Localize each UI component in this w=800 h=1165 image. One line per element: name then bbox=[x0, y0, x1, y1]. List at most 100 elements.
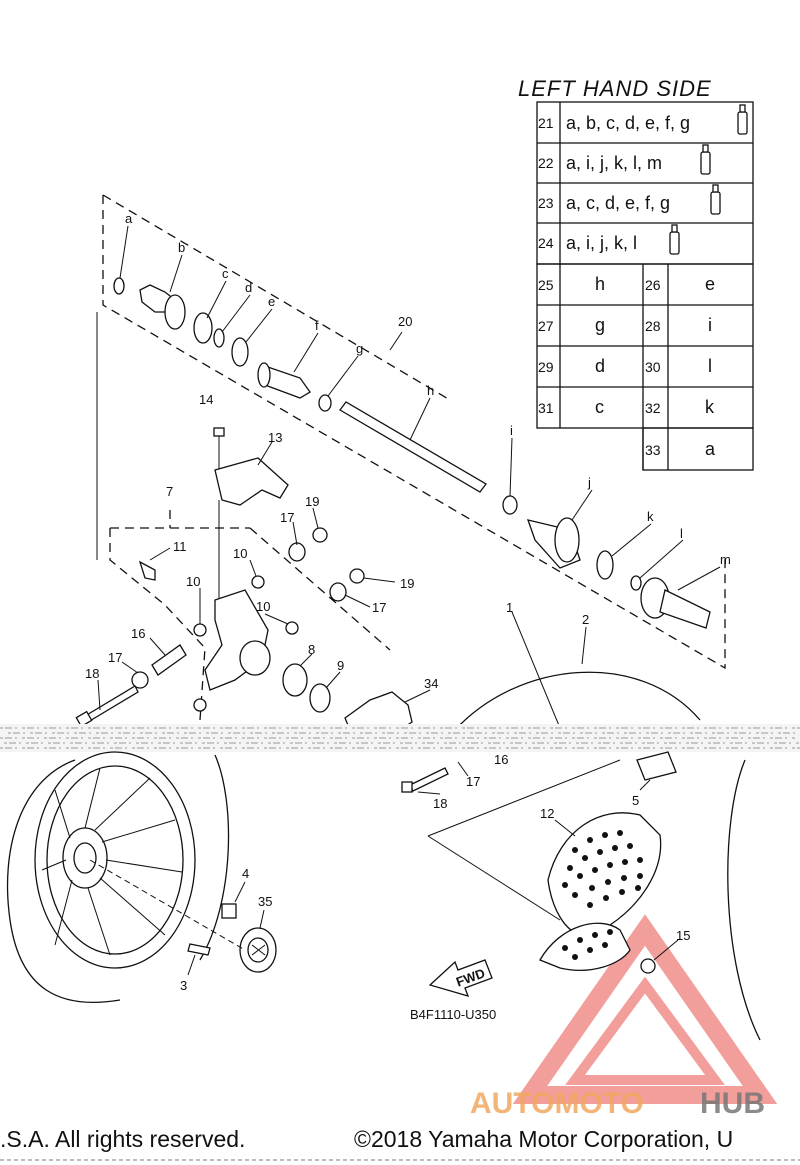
callout-17: 17 bbox=[372, 600, 386, 615]
kit-row-text: a, b, c, d, e, f, g bbox=[566, 113, 690, 133]
bushing-17c bbox=[131, 671, 149, 689]
bearing bbox=[282, 663, 308, 697]
callout-d: d bbox=[245, 280, 252, 295]
grease-nipple bbox=[138, 560, 156, 581]
callout-a: a bbox=[125, 211, 133, 226]
circlip-l bbox=[630, 575, 642, 591]
footer-copyright: ©2018 Yamaha Motor Corporation, U bbox=[354, 1126, 733, 1152]
seal-10c bbox=[193, 623, 207, 637]
callout-e: e bbox=[268, 294, 275, 309]
pair-num: 27 bbox=[538, 318, 554, 334]
left-hand-side-table: LEFT HAND SIDE 21 a, b, c, d, e, f, g 22… bbox=[518, 76, 754, 471]
bushing-17 bbox=[288, 542, 306, 562]
callout-5: 5 bbox=[632, 793, 639, 808]
kit-row-num: 23 bbox=[538, 195, 554, 211]
wheel-brake-assembly: FWD 16 17 18 5 12 4 35 3 15 B4F1110-U350 bbox=[6, 751, 690, 1022]
kit-row-text: a, c, d, e, f, g bbox=[566, 193, 670, 213]
pair-value: k bbox=[705, 397, 715, 417]
footer: .S.A. All rights reserved. ©2018 Yamaha … bbox=[0, 1126, 800, 1161]
callout-17: 17 bbox=[108, 650, 122, 665]
grease-tube-icon bbox=[700, 144, 711, 175]
wheel bbox=[6, 751, 230, 1004]
callout-16: 16 bbox=[494, 752, 508, 767]
seal-10d bbox=[193, 698, 207, 712]
pair-num: 30 bbox=[645, 359, 661, 375]
wheel-nut bbox=[221, 903, 237, 919]
callout-18: 18 bbox=[433, 796, 447, 811]
callout-g: g bbox=[356, 341, 363, 356]
wheel-stud bbox=[187, 943, 211, 956]
circlip-d bbox=[213, 328, 225, 348]
kit-row-num: 22 bbox=[538, 155, 554, 171]
pair-value: i bbox=[708, 315, 712, 335]
callout-19: 19 bbox=[400, 576, 414, 591]
callout-1: 1 bbox=[506, 600, 513, 615]
bracket-13 bbox=[214, 457, 289, 506]
pair-num: 32 bbox=[645, 400, 661, 416]
callout-k: k bbox=[647, 509, 654, 524]
pair-value: e bbox=[705, 274, 715, 294]
scan-artifact-band bbox=[0, 724, 800, 752]
disc-bolt bbox=[640, 958, 656, 974]
boot-clamp bbox=[318, 394, 332, 412]
knuckle-assembly: 14 13 7 19 17 11 10 10 10 19 17 16 17 18… bbox=[75, 392, 438, 731]
callout-35: 35 bbox=[258, 894, 272, 909]
pair-value: d bbox=[595, 356, 605, 376]
kit-row-num: 21 bbox=[538, 115, 554, 131]
table-title: LEFT HAND SIDE bbox=[518, 76, 712, 101]
cv-joint-outer bbox=[139, 284, 186, 330]
callout-16: 16 bbox=[131, 626, 145, 641]
callout-18: 18 bbox=[85, 666, 99, 681]
callout-11: 11 bbox=[173, 539, 187, 554]
callout-10: 10 bbox=[186, 574, 200, 589]
pair-num: 29 bbox=[538, 359, 554, 375]
pair-num: 25 bbox=[538, 277, 554, 293]
watermark-hub: HUB bbox=[700, 1087, 765, 1120]
callout-17: 17 bbox=[280, 510, 294, 525]
callout-i: i bbox=[510, 423, 513, 438]
callout-c: c bbox=[222, 266, 229, 281]
callout-20: 20 bbox=[398, 314, 412, 329]
callout-l: l bbox=[680, 526, 683, 541]
callout-8: 8 bbox=[308, 642, 315, 657]
callout-12: 12 bbox=[540, 806, 554, 821]
fwd-arrow-icon: FWD bbox=[428, 959, 493, 997]
callout-9: 9 bbox=[337, 658, 344, 673]
callout-19: 19 bbox=[305, 494, 319, 509]
callout-17: 17 bbox=[466, 774, 480, 789]
callout-10: 10 bbox=[233, 546, 247, 561]
callout-b: b bbox=[178, 240, 185, 255]
collar-16 bbox=[151, 644, 187, 676]
circlip-9 bbox=[309, 683, 331, 713]
callout-7: 7 bbox=[166, 484, 173, 499]
grease-tube-icon bbox=[737, 104, 748, 135]
watermark-logo bbox=[512, 914, 778, 1104]
boot-band-k bbox=[596, 550, 614, 580]
grease-tube-icon bbox=[710, 184, 721, 215]
driveshaft-assembly: a b c d e f g h i j k l m 20 bbox=[96, 194, 731, 670]
pair-value: g bbox=[595, 315, 605, 335]
drive-shaft bbox=[339, 401, 487, 493]
pair-num: 31 bbox=[538, 400, 554, 416]
grease-tube-icon bbox=[669, 224, 680, 255]
diagram-code: B4F1110-U350 bbox=[410, 1007, 496, 1022]
cv-boot-inner bbox=[526, 517, 581, 569]
nut-19 bbox=[312, 527, 328, 543]
pair-value: h bbox=[595, 274, 605, 294]
bolt-18 bbox=[84, 685, 139, 723]
callout-h: h bbox=[427, 383, 434, 398]
boot-band-i bbox=[502, 495, 518, 515]
cv-boot bbox=[257, 362, 311, 399]
kit-row-num: 24 bbox=[538, 235, 554, 251]
watermark-main: AUTOMOTO bbox=[470, 1087, 644, 1120]
footer-rights: .S.A. All rights reserved. bbox=[0, 1126, 245, 1152]
cv-joint-inner bbox=[640, 577, 711, 629]
callout-15: 15 bbox=[676, 928, 690, 943]
watermark-text: AUTOMOTO HUB bbox=[470, 1087, 765, 1120]
pair-value: a bbox=[705, 439, 716, 459]
bolt-14 bbox=[213, 427, 225, 437]
pair-value: l bbox=[708, 356, 712, 376]
boot-band bbox=[231, 337, 249, 367]
pair-value: c bbox=[595, 397, 604, 417]
